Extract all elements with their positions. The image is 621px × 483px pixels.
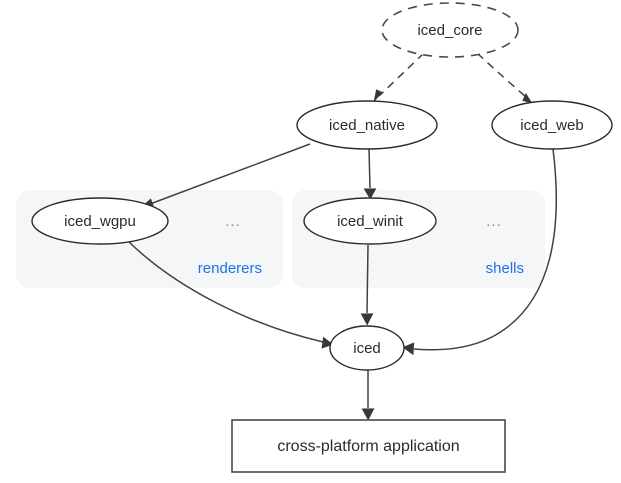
node-iced-core[interactable]: iced_core — [381, 2, 519, 58]
node-iced-shape[interactable] — [329, 325, 405, 371]
node-iced-web-shape[interactable] — [491, 100, 613, 150]
cluster-shells-label: shells — [486, 260, 524, 277]
edge-iced-winit-to-iced — [360, 244, 374, 326]
edge-iced-core-to-iced-native — [373, 52, 425, 103]
node-iced-core-shape[interactable] — [381, 2, 519, 58]
node-application-shape[interactable] — [231, 419, 506, 473]
edge-iced-to-application — [361, 370, 375, 421]
cluster-renderers-ellipsis: ... — [225, 213, 241, 230]
node-iced[interactable]: iced — [329, 325, 405, 371]
node-iced-core-label: iced_core — [417, 22, 482, 39]
node-iced-native-label: iced_native — [329, 117, 405, 134]
node-iced-native-shape[interactable] — [296, 100, 438, 150]
node-iced-label: iced — [353, 340, 381, 357]
cluster-shells-ellipsis: ... — [486, 213, 502, 230]
edge-iced-native-to-iced-winit — [363, 148, 377, 200]
edge-iced-wgpu-to-iced — [127, 240, 334, 349]
node-iced-native[interactable]: iced_native — [296, 100, 438, 150]
node-iced-web[interactable]: iced_web — [491, 100, 613, 150]
cluster-renderers-label: renderers — [198, 260, 262, 277]
node-iced-wgpu[interactable]: iced_wgpu — [31, 197, 169, 245]
node-iced-winit[interactable]: iced_winit — [303, 197, 437, 245]
node-iced-wgpu-label: iced_wgpu — [64, 213, 136, 230]
node-iced-winit-shape[interactable] — [303, 197, 437, 245]
edge-iced-web-to-iced — [402, 148, 557, 356]
node-iced-wgpu-shape[interactable] — [31, 197, 169, 245]
node-application-label: cross-platform application — [277, 438, 459, 455]
node-iced-winit-label: iced_winit — [337, 213, 404, 230]
node-cross-platform-application[interactable]: cross-platform application — [231, 419, 506, 473]
edge-iced-core-to-iced-web — [476, 52, 533, 104]
node-iced-web-label: iced_web — [520, 117, 583, 134]
